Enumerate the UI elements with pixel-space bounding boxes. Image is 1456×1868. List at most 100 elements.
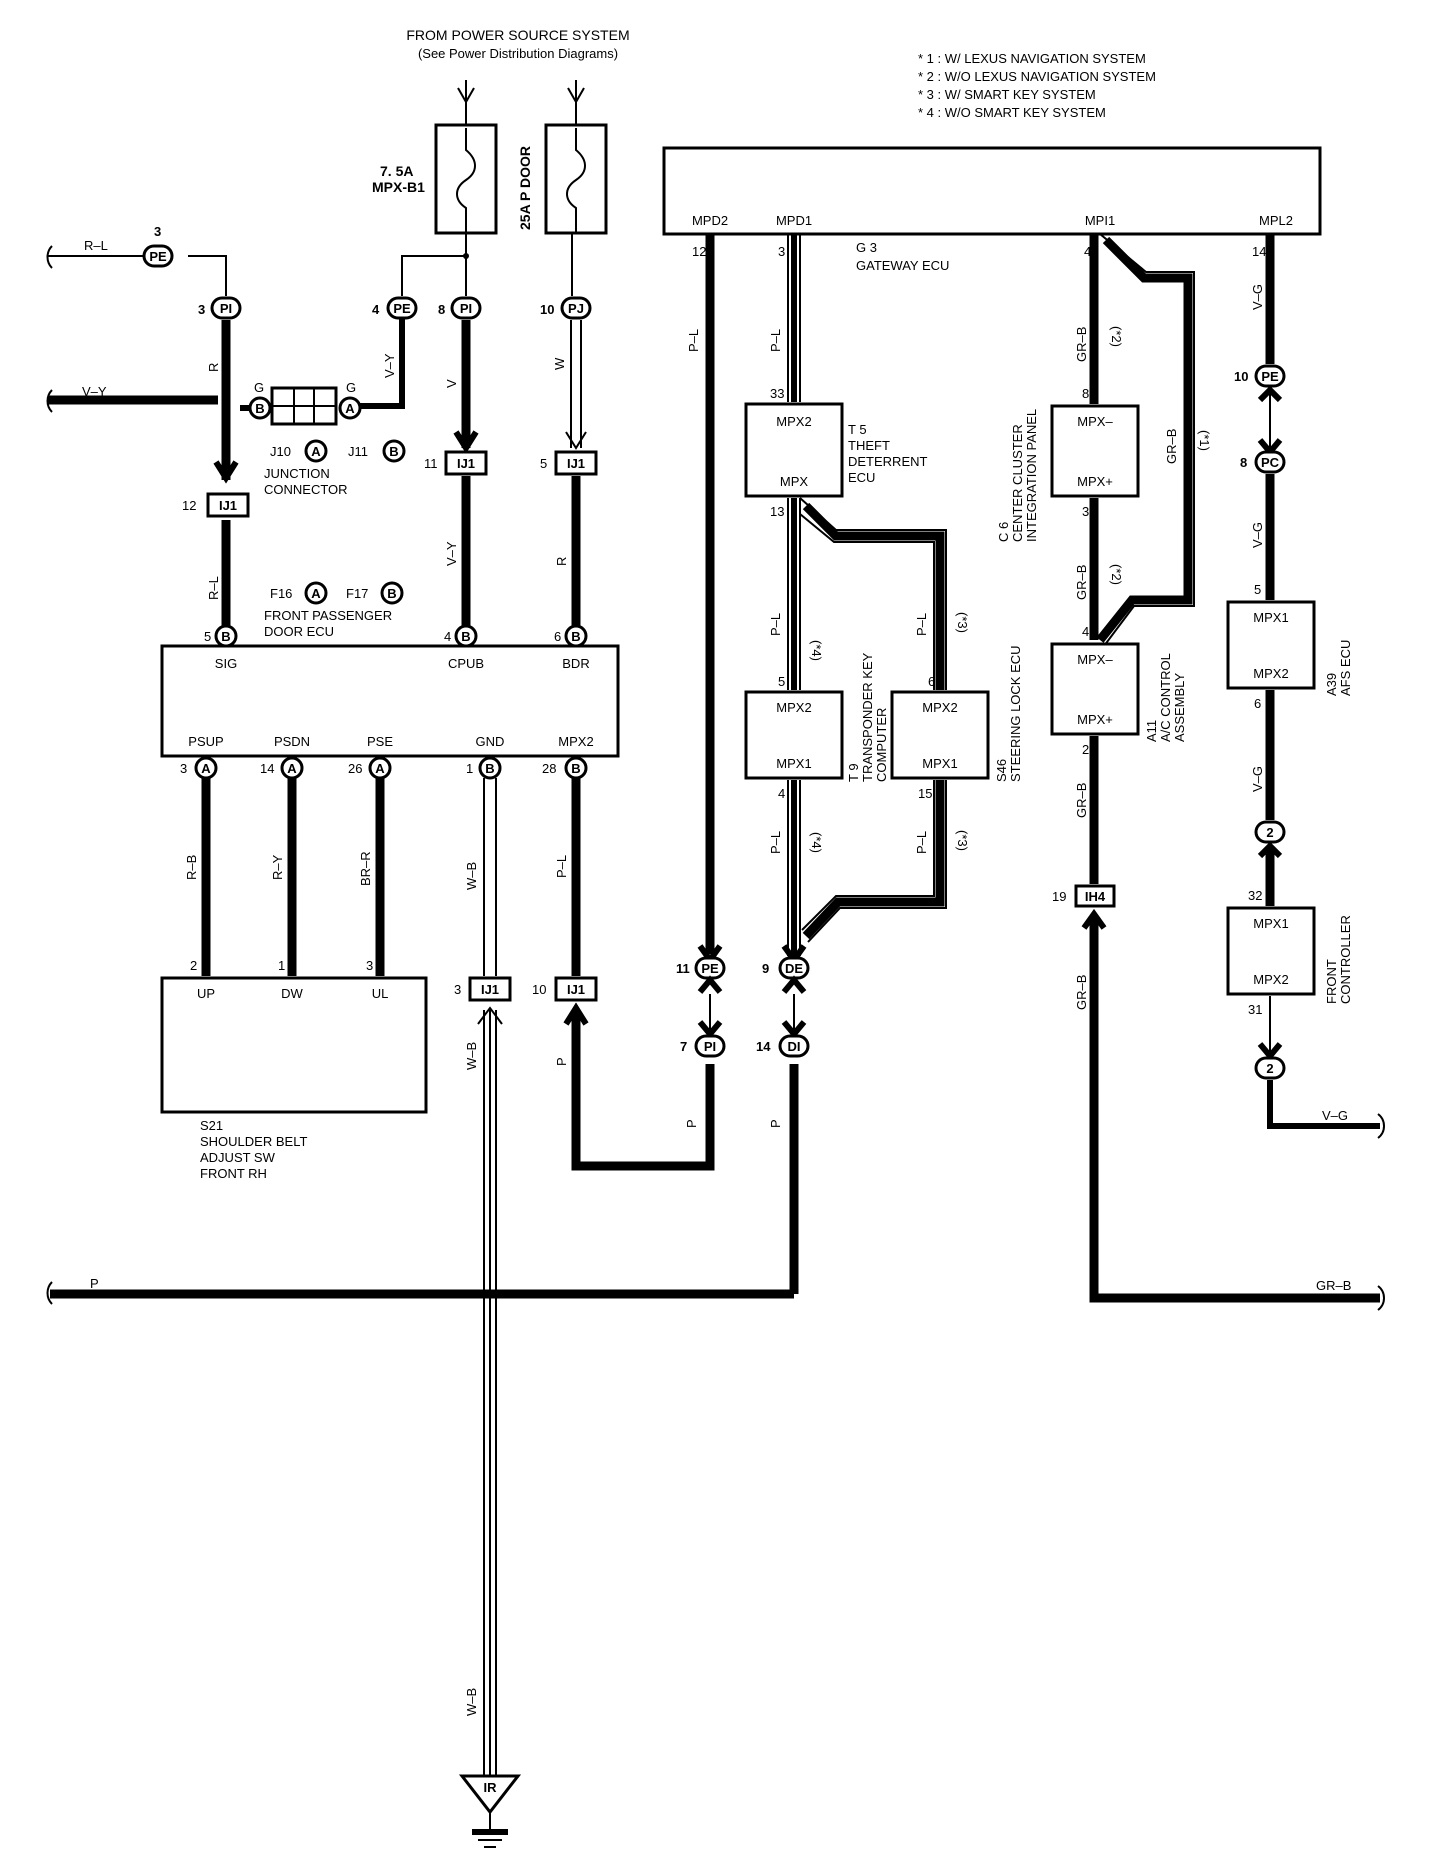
di-pin: 14 [756, 1039, 771, 1054]
switch-name-3: FRONT RH [200, 1166, 267, 1181]
ac-term-2: MPX+ [1077, 712, 1113, 727]
wire-label-grb-mid: GR–B [1074, 565, 1089, 600]
junction-b-mark: B [255, 401, 264, 416]
steering-term-2: MPX1 [922, 756, 957, 771]
wire-label-rl-top: R–L [84, 238, 108, 253]
wire-label-ry: R–Y [270, 854, 285, 880]
wire-label-rb: R–B [184, 855, 199, 880]
ground-ir-label: IR [484, 1780, 498, 1795]
power-source-subtitle: (See Power Distribution Diagrams) [418, 46, 618, 61]
door-ecu-term-cpub: CPUB [448, 656, 484, 671]
ij1-cpub-label: IJ1 [457, 456, 475, 471]
wire-label-pl-mpx2: P–L [554, 855, 569, 878]
cluster-name-1: CENTER CLUSTER [1010, 424, 1025, 542]
door-ecu-term-bdr: BDR [562, 656, 589, 671]
wire-theft-branch: P–L (*4) P–L (*3) [768, 497, 970, 690]
gateway-term-mpd2: MPD2 [692, 213, 728, 228]
door-ecu-bot-a2: A [287, 761, 297, 776]
cluster-code: C 6 [996, 522, 1011, 542]
wire-label-v: V [444, 379, 459, 388]
shoulder-belt-switch: 2 1 3 UP DW UL S21 SHOULDER BELT ADJUST … [160, 958, 428, 1181]
note-4: * 4 : W/O SMART KEY SYSTEM [918, 105, 1106, 120]
wire-label-p-left: P [554, 1057, 569, 1066]
wire-label-wb-top: W–B [464, 862, 479, 890]
pc-afs-pin: 8 [1240, 455, 1247, 470]
gateway-pin-mpl2: 14 [1252, 244, 1266, 259]
pe-top-label: PE [149, 249, 167, 264]
wire-label-p-di: P [768, 1119, 783, 1128]
door-ecu-term-psdn: PSDN [274, 734, 310, 749]
switch-pin-up: 2 [190, 958, 197, 973]
center-cluster-panel: 8 MPX– MPX+ 3 C 6 CENTER CLUSTER INTEGRA… [996, 386, 1140, 542]
gateway-term-mpl2: MPL2 [1259, 213, 1293, 228]
door-ecu-term-sig: SIG [215, 656, 237, 671]
theft-name-2: DETERRENT [848, 454, 928, 469]
wire-mpd1: P–L [768, 234, 801, 402]
mark-s4-top: (*4) [809, 640, 824, 661]
ij1-left-pin: 12 [182, 498, 196, 513]
transponder-code: T 9 [846, 763, 861, 782]
door-ecu-term-gnd: GND [476, 734, 505, 749]
pi-right-pin: 7 [680, 1039, 687, 1054]
door-ecu-pin-cpub: 4 [444, 629, 451, 644]
connector-ih4: IH4 19 [1052, 884, 1116, 908]
wire-label-p-pi: P [684, 1119, 699, 1128]
pi-mid-label: PI [460, 301, 472, 316]
gateway-code: G 3 [856, 240, 877, 255]
wire-label-grb-top: GR–B [1074, 327, 1089, 362]
wire-label-brr: BR–R [358, 851, 373, 886]
fuse-p-door: 25A P DOOR [517, 80, 608, 235]
afs-ecu: 5 MPX1 MPX2 6 A39 AFS ECU [1226, 582, 1353, 711]
fuse-2-label: 25A P DOOR [517, 146, 533, 230]
ac-pin-2: 2 [1082, 742, 1089, 757]
theft-term-1: MPX2 [776, 414, 811, 429]
wire-label-pl-s46-bottom: P–L [914, 831, 929, 854]
theft-term-2: MPX [780, 474, 809, 489]
wire-label-w: W [552, 357, 567, 370]
gateway-pin-mpd2: 12 [692, 244, 706, 259]
pe-mid-label: PE [393, 301, 411, 316]
pj-label: PJ [568, 301, 584, 316]
wire-label-vg-top: V–G [1250, 284, 1265, 310]
de-label: DE [785, 961, 803, 976]
transponder-pin-1: 5 [778, 674, 785, 689]
switch-name-2: ADJUST SW [200, 1150, 276, 1165]
door-ecu-term-psup: PSUP [188, 734, 223, 749]
cluster-name-2: INTEGRATION PANEL [1024, 409, 1039, 542]
pi-mid-pin: 8 [438, 302, 445, 317]
switch-code: S21 [200, 1118, 223, 1133]
mark-s1: (*1) [1197, 430, 1212, 451]
front-controller: 32 MPX1 MPX2 31 FRONT CONTROLLER [1226, 888, 1353, 1017]
di-label: DI [788, 1039, 801, 1054]
transponder-term-1: MPX2 [776, 700, 811, 715]
wire-label-vy-left: V–Y [82, 384, 107, 399]
door-ecu-bot-b5: B [571, 761, 580, 776]
cluster-term-2: MPX+ [1077, 474, 1113, 489]
door-ecu-name-1: FRONT PASSENGER [264, 608, 392, 623]
gateway-name: GATEWAY ECU [856, 258, 949, 273]
connector-two-bottom: 2 [1254, 1056, 1286, 1080]
pe-mid-pin: 4 [372, 302, 380, 317]
door-ecu-top-b2: B [461, 629, 470, 644]
connector-pe-top: PE 3 [142, 224, 174, 268]
wire-label-vy-cpub: V–Y [444, 541, 459, 566]
note-3: * 3 : W/ SMART KEY SYSTEM [918, 87, 1096, 102]
mark-s2-mid: (*2) [1109, 564, 1124, 585]
connector-pi-mid: PI 8 [438, 296, 482, 320]
steering-name: STEERING LOCK ECU [1008, 645, 1023, 782]
junction-name-2: CONNECTOR [264, 482, 348, 497]
wire-label-grb-low: GR–B [1074, 783, 1089, 818]
theft-deterrent-ecu: 33 MPX2 MPX 13 T 5 THEFT DETERRENT ECU [744, 386, 928, 519]
front-ctrl-term-2: MPX2 [1253, 972, 1288, 987]
pc-afs-label: PC [1261, 455, 1280, 470]
afs-pin-2: 6 [1254, 696, 1261, 711]
fuse-1-rating: 7. 5A [380, 163, 413, 179]
switch-name-1: SHOULDER BELT [200, 1134, 307, 1149]
note-1: * 1 : W/ LEXUS NAVIGATION SYSTEM [918, 51, 1146, 66]
switch-term-ul: UL [372, 986, 389, 1001]
gateway-term-mpi1: MPI1 [1085, 213, 1115, 228]
wire-label-pl-s46: P–L [914, 613, 929, 636]
two-top-label: 2 [1266, 825, 1273, 840]
theft-code: T 5 [848, 422, 867, 437]
wire-label-pl-t9: P–L [768, 613, 783, 636]
